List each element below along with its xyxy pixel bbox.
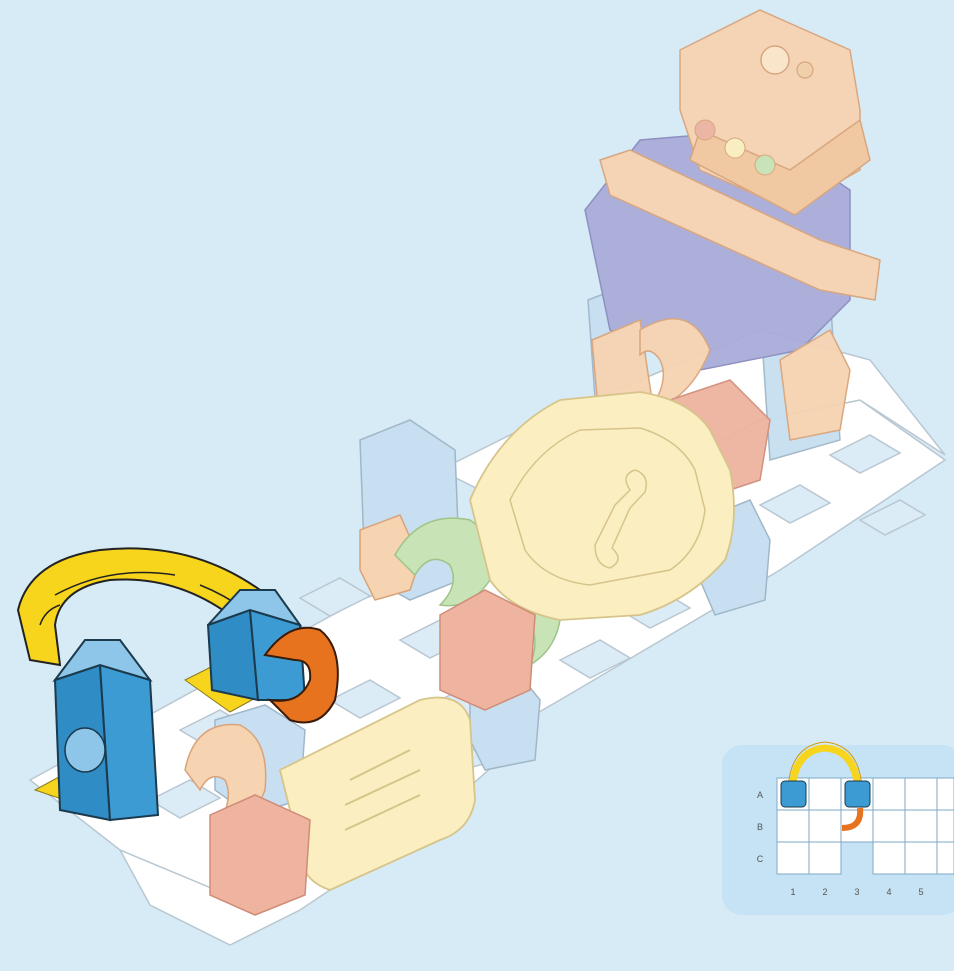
grid-col-label: 4 [886, 887, 891, 897]
grid-row-label: A [757, 790, 763, 800]
wrench-tray-icon [470, 392, 734, 620]
grid-col-label: 3 [854, 887, 859, 897]
ghost-light-green [755, 155, 775, 175]
grid-map-legend: A B C 1 2 3 4 5 [722, 742, 954, 915]
grid-row-label: B [757, 822, 763, 832]
grid-col-label: 5 [918, 887, 923, 897]
grid-map-support-a1 [781, 781, 806, 807]
grid-row-label: C [757, 854, 764, 864]
ghost-salmon-block-lower [210, 795, 310, 915]
ghost-light-yellow [725, 138, 745, 158]
blue-support-left-front [100, 665, 158, 820]
ghost-cream-tray [470, 392, 734, 620]
ghost-salmon-block-center [440, 590, 535, 710]
grid-col-label: 2 [822, 887, 827, 897]
ghost-light-red [695, 120, 715, 140]
ball-launcher-icon [761, 46, 789, 74]
grid-col-label: 1 [790, 887, 795, 897]
support-block-icon [55, 640, 158, 820]
grid-map-support-a3 [845, 781, 870, 807]
